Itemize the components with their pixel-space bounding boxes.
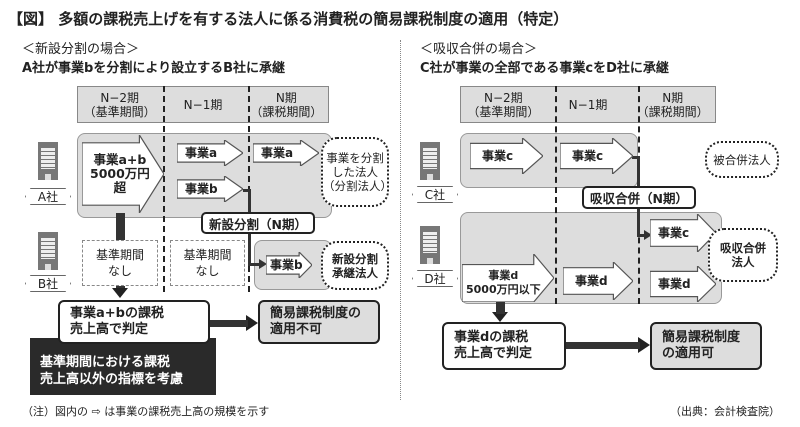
building-icon bbox=[38, 142, 58, 180]
arrow-head bbox=[644, 230, 652, 240]
business-c-arrow: 事業c bbox=[560, 138, 633, 174]
business-c-arrow: 事業c bbox=[650, 214, 716, 252]
down-arrow bbox=[496, 302, 505, 314]
arrow-head bbox=[638, 337, 650, 353]
right-subtitle: C社が事業の全部である事業cをD社に承継 bbox=[420, 61, 669, 76]
split-entity-label: 事業を分割 した法人 （分割法人） bbox=[321, 137, 392, 207]
business-a-arrow: 事業a bbox=[253, 140, 319, 166]
arrow-head bbox=[259, 259, 267, 269]
header-n2: N−2期 （基準期間） bbox=[83, 90, 156, 119]
building-icon bbox=[420, 142, 440, 180]
figure-title: 【図】 多額の課税売上げを有する法人に係る消費税の簡易課税制度の適用（特定） bbox=[8, 10, 569, 28]
merging-entity-label: 吸収合併 法人 bbox=[708, 228, 778, 282]
business-d-arrow: 事業d 5000万円以下 bbox=[462, 254, 554, 302]
absorption-merger-event: 吸収合併（N期） bbox=[582, 186, 696, 209]
no-base-period: 基準期間 なし bbox=[82, 240, 158, 286]
business-a-arrow: 事業a bbox=[177, 140, 243, 166]
result-box: 簡易課税制度 の適用可 bbox=[650, 322, 762, 370]
successor-entity-label: 新設分割 承継法人 bbox=[321, 241, 389, 290]
company-b-label: B社 bbox=[25, 275, 71, 292]
header-n: N期 （課税期間） bbox=[636, 90, 709, 119]
period-divider bbox=[163, 86, 165, 292]
company-c-label: C社 bbox=[412, 186, 458, 203]
judge-box: 事業a+bの課税 売上高で判定 bbox=[58, 300, 210, 344]
connector bbox=[243, 189, 251, 192]
merged-entity-label: 被合併法人 bbox=[705, 141, 779, 178]
building-icon bbox=[420, 226, 440, 264]
source-note: （出典：会計検査院） bbox=[670, 405, 780, 418]
header-n: N期 （課税期間） bbox=[250, 90, 323, 119]
arrow-head bbox=[492, 312, 508, 322]
business-b-arrow: 事業b bbox=[266, 252, 312, 278]
business-d-arrow: 事業d bbox=[650, 266, 716, 302]
arrow-head bbox=[246, 315, 258, 331]
consider-other-indicators: 基準期間における課税 売上高以外の指標を考慮 bbox=[30, 338, 216, 395]
left-period-header: N−2期 （基準期間） N−1期 N期 （課税期間） bbox=[77, 86, 329, 123]
result-box: 簡易課税制度の 適用不可 bbox=[258, 300, 380, 344]
new-split-event: 新設分割（N期） bbox=[201, 212, 315, 234]
building-icon bbox=[38, 232, 58, 270]
arrow-head bbox=[112, 288, 128, 298]
company-d-label: D社 bbox=[412, 270, 458, 287]
business-d-arrow: 事業d bbox=[563, 262, 633, 300]
company-a-label: A社 bbox=[25, 188, 71, 205]
judge-box: 事業dの課税 売上高で判定 bbox=[442, 322, 566, 370]
right-period-header: N−2期 （基準期間） N−1期 N期 （課税期間） bbox=[460, 86, 716, 123]
business-c-arrow: 事業c bbox=[470, 138, 543, 174]
period-divider bbox=[555, 86, 557, 304]
right-arrow bbox=[566, 342, 640, 349]
connector bbox=[637, 234, 645, 237]
footnote: （注）図内の ⇨ は事業の課税売上高の規模を示す bbox=[22, 405, 270, 418]
no-base-period: 基準期間 なし bbox=[170, 240, 245, 286]
left-case: ＜新設分割の場合＞ bbox=[22, 42, 140, 57]
left-subtitle: A社が事業bを分割により設立するB社に承継 bbox=[22, 61, 286, 76]
divider bbox=[400, 40, 401, 400]
right-case: ＜吸収合併の場合＞ bbox=[420, 42, 538, 57]
header-n1: N−1期 bbox=[568, 97, 608, 112]
header-n2: N−2期 （基準期間） bbox=[467, 90, 540, 119]
business-ab-arrow: 事業a+b 5000万円 超 bbox=[82, 135, 164, 213]
connector bbox=[248, 263, 260, 266]
header-n1: N−1期 bbox=[183, 97, 223, 112]
business-b-arrow: 事業b bbox=[177, 176, 243, 202]
right-arrow bbox=[210, 320, 248, 327]
connector bbox=[632, 156, 640, 159]
